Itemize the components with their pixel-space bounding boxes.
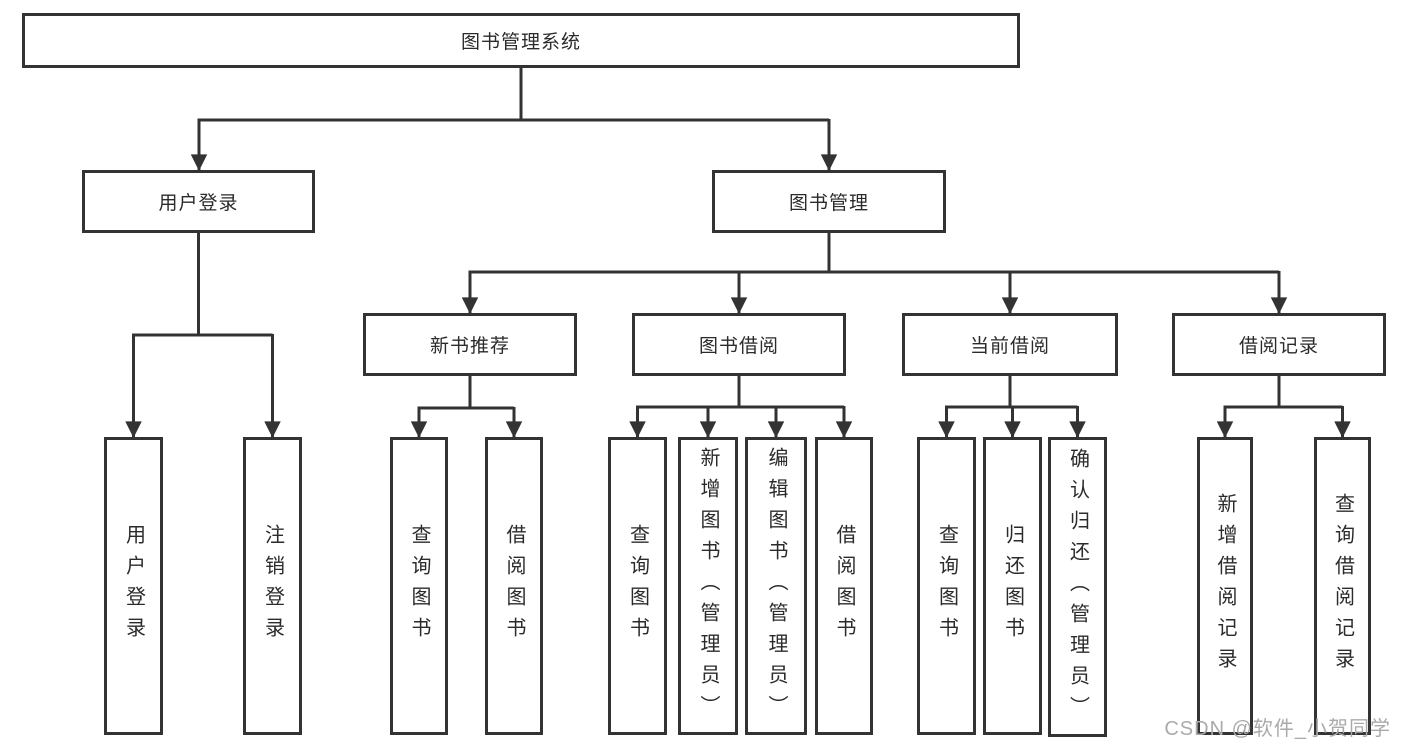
node-library-management-system: 图书管理系统 xyxy=(22,13,1020,68)
node-label: 借阅记录 xyxy=(1238,336,1319,357)
leaf-confirm-return-admin: 确认归还（管理员） xyxy=(1048,437,1107,737)
node-label: 新书推荐 xyxy=(429,336,510,357)
node-label: 当前借阅 xyxy=(969,336,1050,357)
leaf-label: 借阅图书 xyxy=(833,524,855,648)
leaf-edit-book-admin: 编辑图书（管理员） xyxy=(745,437,807,735)
leaf-borrow-books-2: 借阅图书 xyxy=(815,437,873,735)
leaf-return-books: 归还图书 xyxy=(983,437,1042,735)
leaf-label: 编辑图书（管理员） xyxy=(765,446,787,726)
leaf-query-books-3: 查询图书 xyxy=(917,437,976,735)
leaf-label: 查询图书 xyxy=(408,524,430,648)
node-borrow-records: 借阅记录 xyxy=(1172,313,1386,376)
leaf-label: 归还图书 xyxy=(1001,524,1024,648)
leaf-query-books-2: 查询图书 xyxy=(608,437,667,735)
connector-new-book-recommend-to-leaves xyxy=(410,376,523,438)
leaf-label: 用户登录 xyxy=(122,524,145,648)
node-label: 用户登录 xyxy=(158,193,239,214)
csdn-watermark: CSDN @软件_小贺同学 xyxy=(1164,718,1391,740)
leaf-query-books: 查询图书 xyxy=(390,437,448,735)
leaf-label: 查询图书 xyxy=(935,524,958,648)
leaf-label: 新增图书（管理员） xyxy=(697,446,719,726)
connector-root-to-level2 xyxy=(190,68,838,171)
leaf-label: 新增借阅记录 xyxy=(1214,493,1236,679)
leaf-query-borrow-record: 查询借阅记录 xyxy=(1314,437,1371,735)
connector-book-management-to-level3 xyxy=(461,233,1288,314)
leaf-borrow-books: 借阅图书 xyxy=(485,437,543,735)
leaf-label: 查询图书 xyxy=(626,524,649,648)
connector-borrow-records-to-leaves xyxy=(1216,376,1351,438)
leaf-add-book-admin: 新增图书（管理员） xyxy=(678,437,738,735)
leaf-label: 注销登录 xyxy=(261,524,284,648)
node-book-borrow: 图书借阅 xyxy=(632,313,846,376)
node-label: 图书管理系统 xyxy=(460,32,581,53)
connector-book-borrow-to-leaves xyxy=(629,376,853,438)
leaf-label: 确认归还（管理员） xyxy=(1066,447,1089,727)
node-new-book-recommend: 新书推荐 xyxy=(363,313,577,376)
leaf-label: 查询借阅记录 xyxy=(1331,493,1354,679)
node-user-login: 用户登录 xyxy=(82,170,315,233)
node-label: 图书借阅 xyxy=(698,336,779,357)
connector-user-login-to-leaves xyxy=(125,233,281,438)
leaf-label: 借阅图书 xyxy=(503,524,525,648)
node-label: 图书管理 xyxy=(788,193,869,214)
leaf-add-borrow-record: 新增借阅记录 xyxy=(1197,437,1253,735)
node-book-management: 图书管理 xyxy=(712,170,946,233)
leaf-user-login: 用户登录 xyxy=(104,437,163,735)
connector-current-borrow-to-leaves xyxy=(938,376,1086,438)
leaf-logout: 注销登录 xyxy=(243,437,302,735)
node-current-borrow: 当前借阅 xyxy=(902,313,1118,376)
